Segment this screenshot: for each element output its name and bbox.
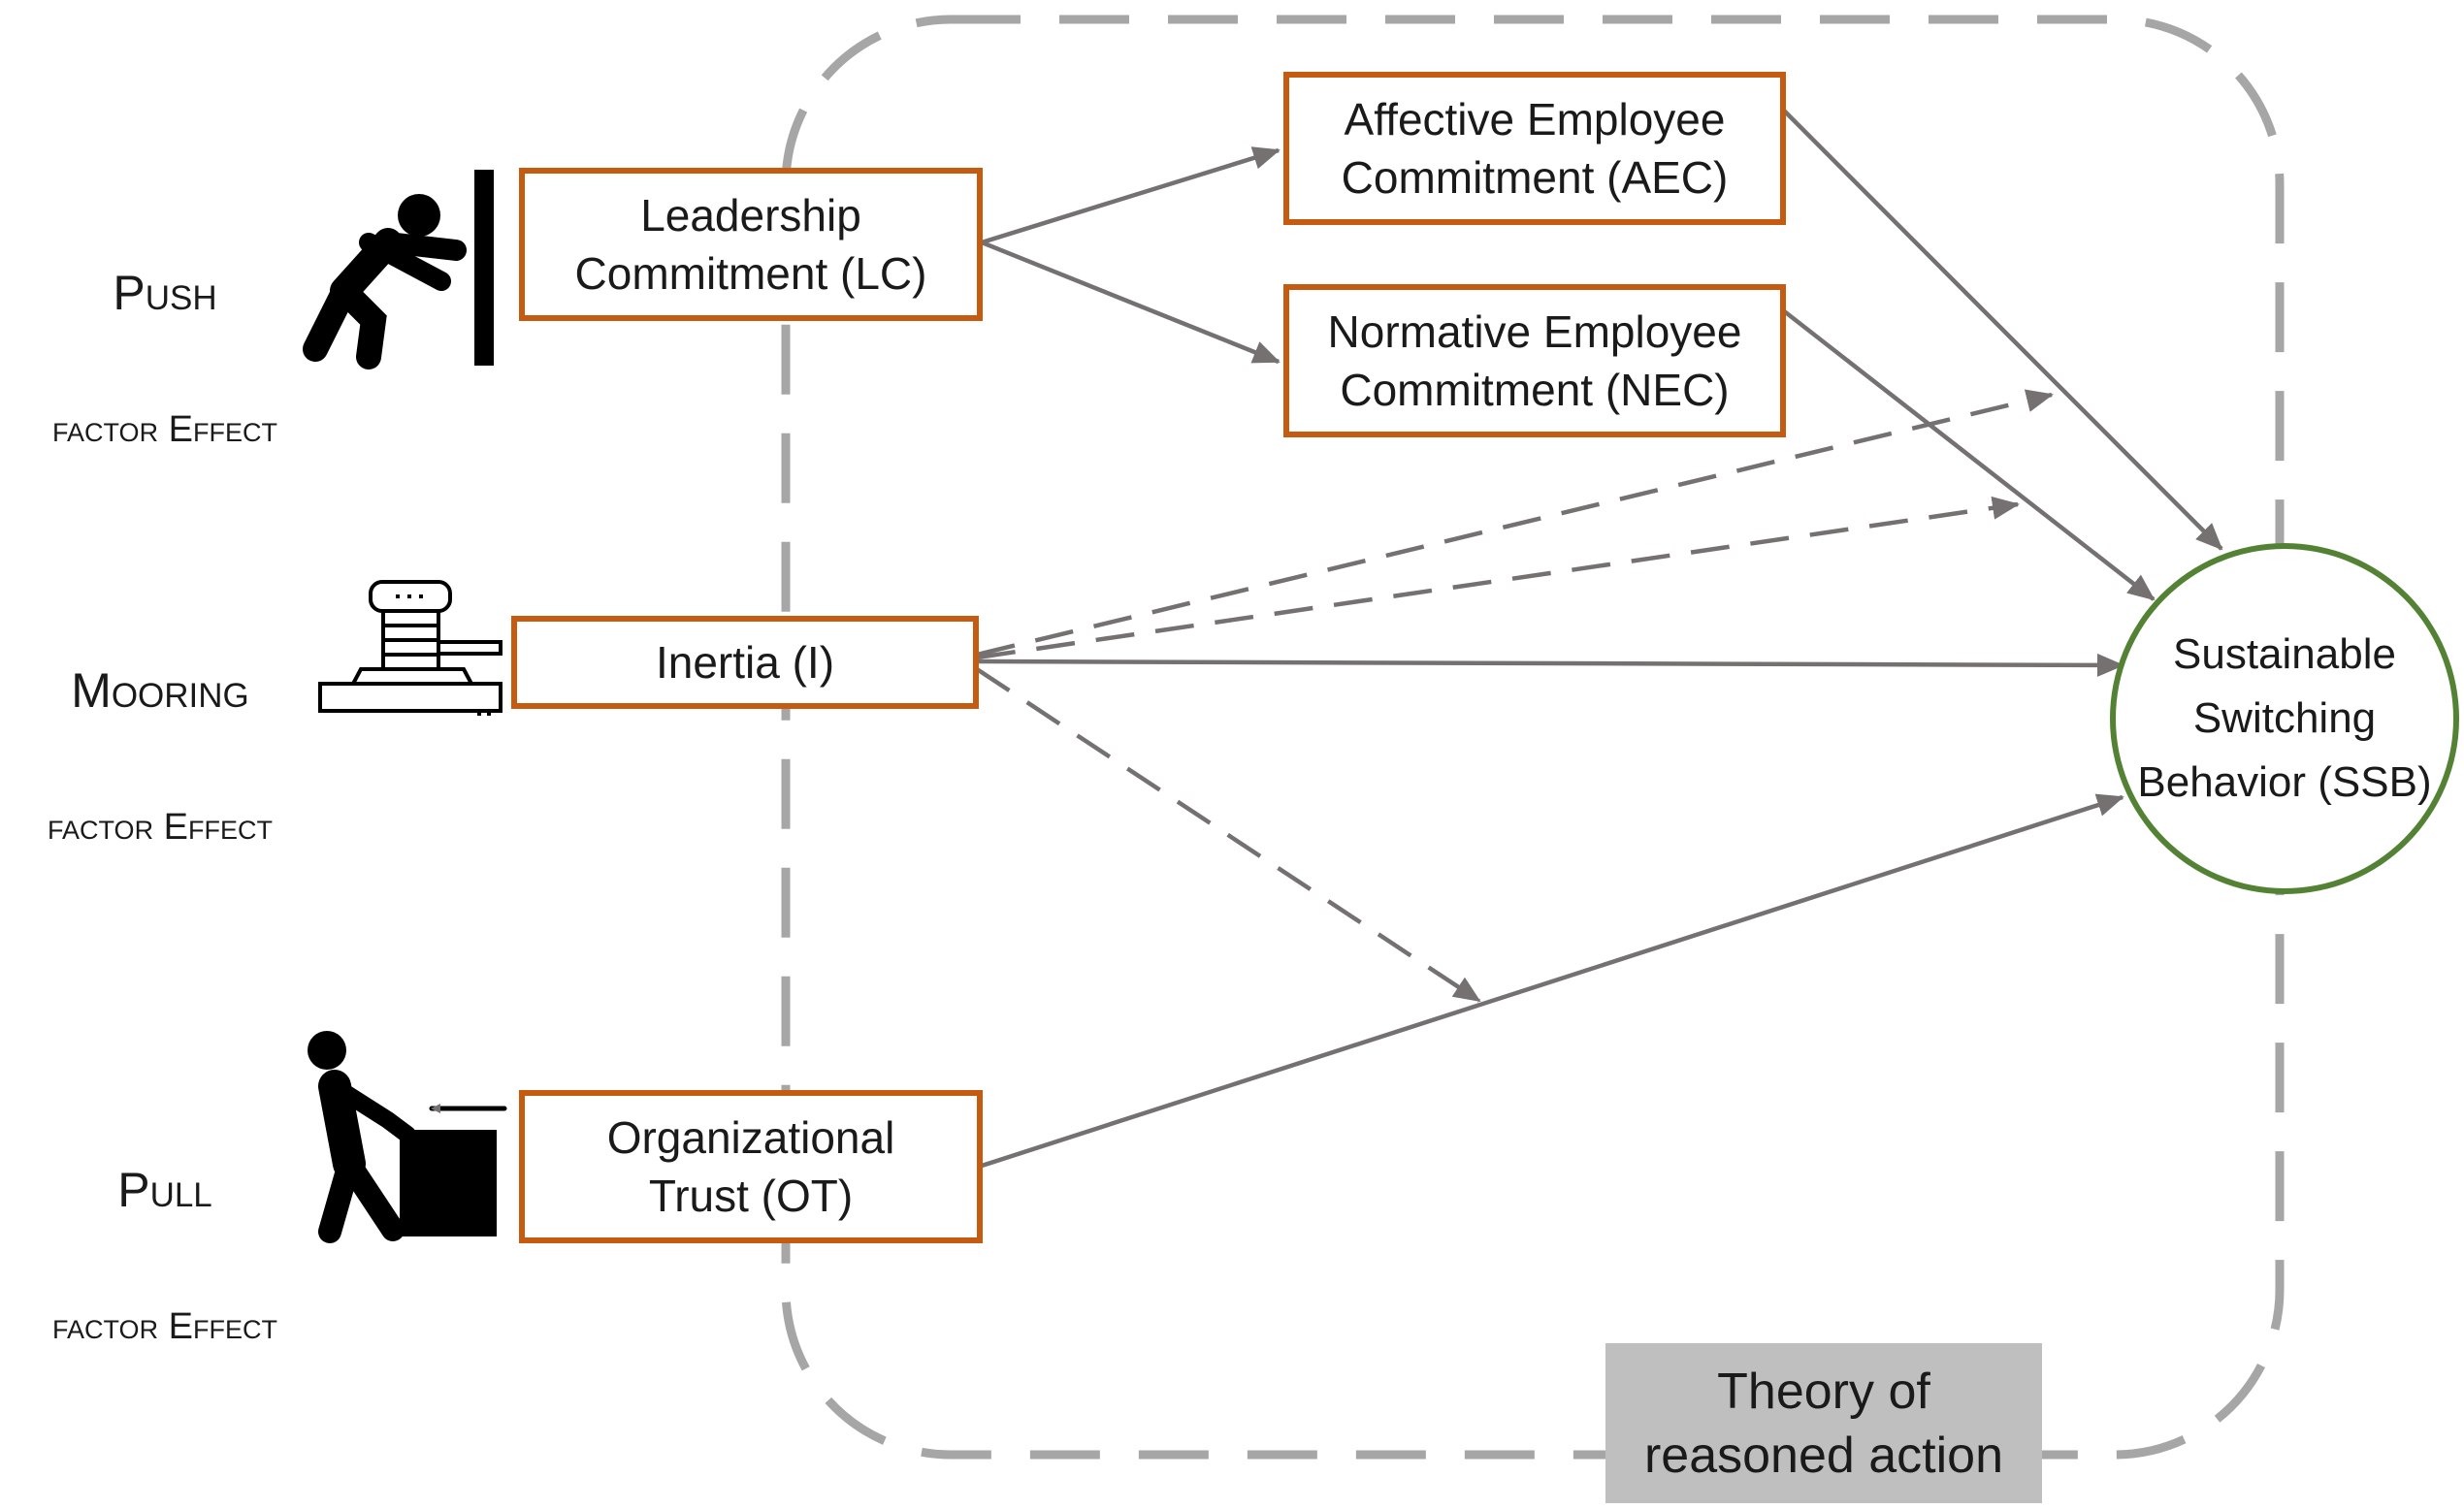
mooring-bollard-icon <box>318 580 503 716</box>
construct-ssb: Sustainable Switching Behavior (SSB) <box>2110 543 2459 894</box>
person-pulling-box-icon <box>308 1031 507 1243</box>
mooring-factor-subtitle: factor Effect <box>48 807 273 848</box>
construct-ot: Organizational Trust (OT) <box>519 1090 983 1243</box>
mooring-factor-label: Mooring factor Effect <box>0 592 320 860</box>
push-factor-label: Push factor Effect <box>5 194 325 463</box>
mooring-factor-title: Mooring <box>71 663 249 718</box>
moderation-inertia-ot-ssb <box>975 667 1481 1003</box>
construct-lc: Leadership Commitment (LC) <box>519 168 983 321</box>
push-factor-title: Push <box>113 266 217 320</box>
path-aec-ssb <box>1781 108 2223 551</box>
path-nec-ssb <box>1781 308 2156 601</box>
person-pushing-wall-icon <box>303 170 494 369</box>
construct-nec: Normative Employee Commitment (NEC) <box>1283 284 1786 437</box>
path-lc-aec <box>981 146 1281 245</box>
path-inertia-ssb <box>976 653 2124 677</box>
moderation-inertia-aec-ssb <box>976 389 2054 658</box>
pull-factor-title: Pull <box>117 1163 212 1217</box>
pull-factor-label: Pull factor Effect <box>5 1091 325 1360</box>
path-lc-nec <box>981 240 1281 365</box>
construct-aec: Affective Employee Commitment (AEC) <box>1283 72 1786 225</box>
moderation-inertia-nec-ssb <box>976 496 2020 660</box>
pull-factor-subtitle: factor Effect <box>52 1306 277 1347</box>
framework-label: Theory of reasoned action <box>1605 1343 2042 1503</box>
push-factor-subtitle: factor Effect <box>52 409 277 450</box>
construct-inertia: Inertia (I) <box>511 616 979 709</box>
path-ot-ssb <box>981 793 2124 1169</box>
